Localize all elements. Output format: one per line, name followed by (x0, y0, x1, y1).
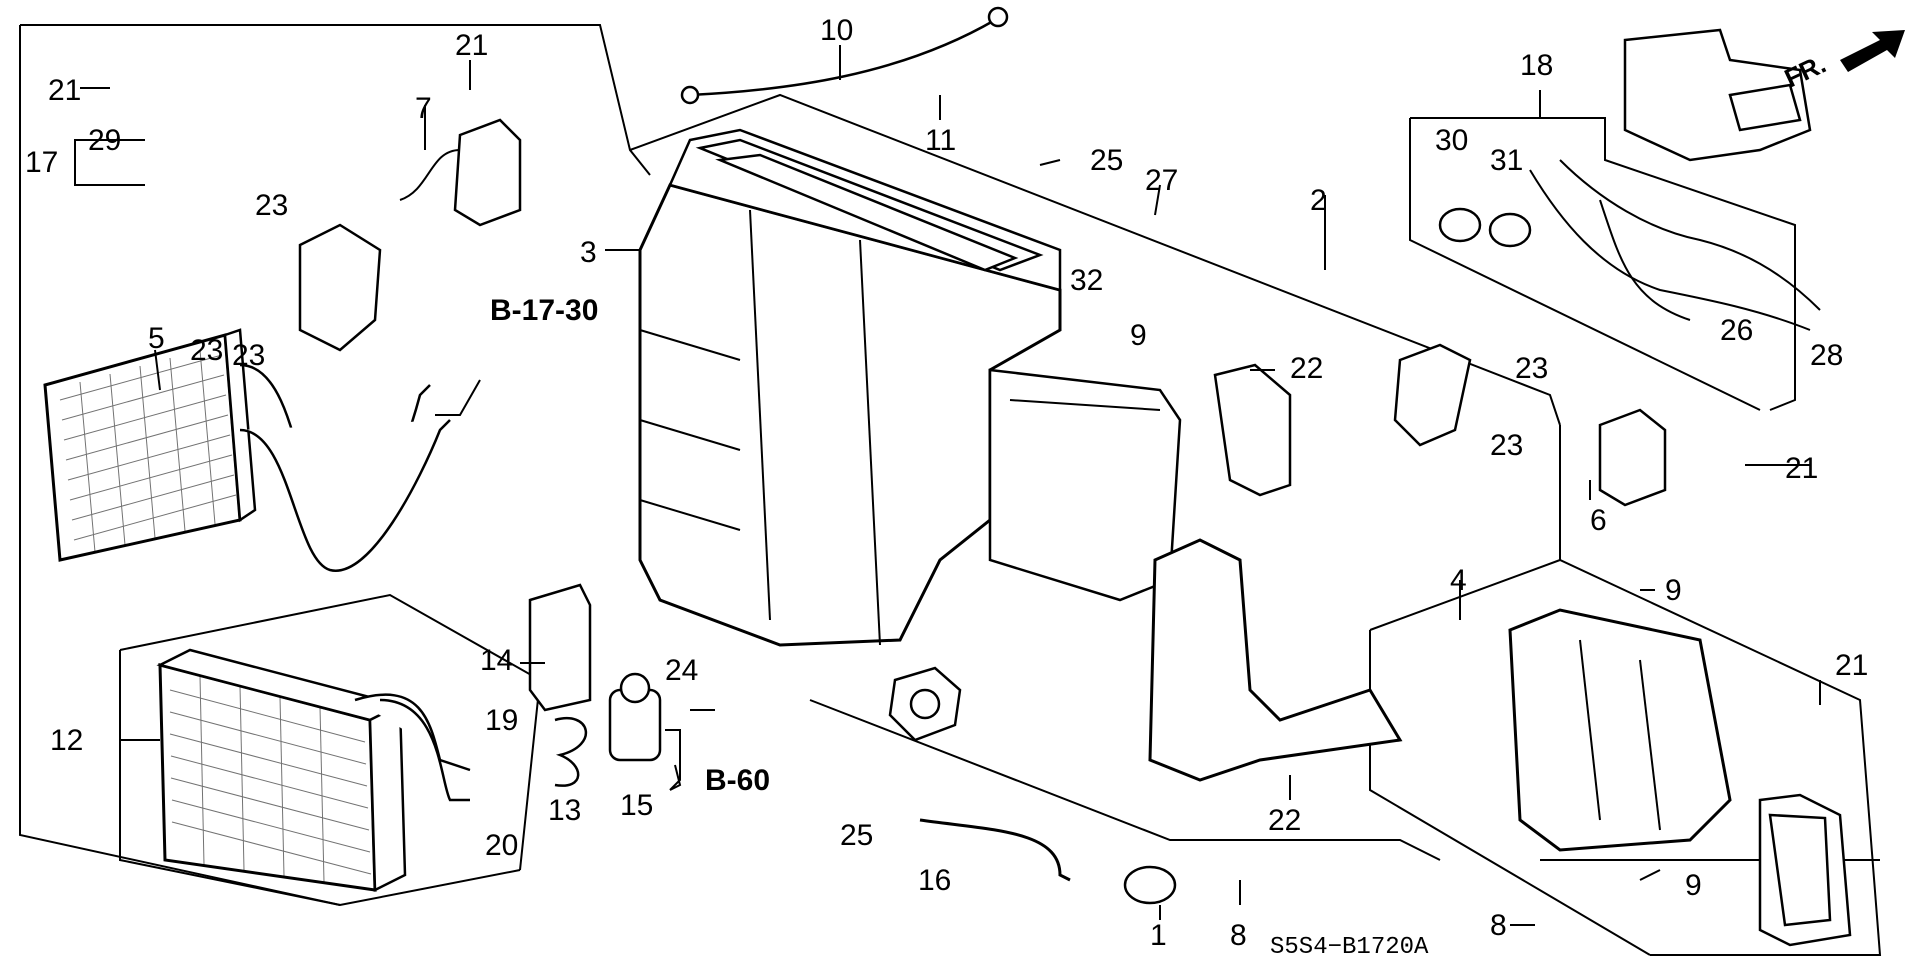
callout-20: 20 (485, 829, 518, 862)
callout-25: 25 (1090, 144, 1123, 177)
callout-25: 25 (840, 819, 873, 852)
part-callouts: 21 21 29 17 7 23 23 23 5 B-17-30 10 11 2… (25, 14, 1868, 959)
callout-4: 4 (1450, 564, 1467, 597)
callout-11: 11 (925, 124, 956, 157)
callout-26: 26 (1720, 314, 1753, 347)
callout-21: 21 (455, 29, 488, 62)
group-boundary-lines (19, 24, 1882, 956)
callout-6: 6 (1590, 504, 1607, 537)
callout-21: 21 (1835, 649, 1868, 682)
callout-23: 23 (1490, 429, 1523, 462)
callout-7: 7 (415, 92, 432, 125)
lower-duct (1508, 608, 1852, 947)
callout-22: 22 (1268, 804, 1301, 837)
small-parts (298, 6, 1905, 905)
callout-9: 9 (1665, 574, 1682, 607)
callout-3: 3 (580, 236, 597, 269)
evaporator-core (156, 648, 471, 892)
callout-23: 23 (190, 334, 223, 367)
diagram-code: S5S4−B1720A (1270, 934, 1429, 959)
callout-28: 28 (1810, 339, 1843, 372)
callout-9: 9 (1130, 319, 1147, 352)
callout-2: 2 (1310, 184, 1327, 217)
callout-29: 29 (88, 124, 121, 157)
cross-ref-b-17-30: B-17-30 (490, 294, 598, 327)
callout-5: 5 (148, 322, 165, 355)
callout-12: 12 (50, 724, 83, 757)
callout-23: 23 (232, 339, 265, 372)
callout-23: 23 (255, 189, 288, 222)
callout-27: 27 (1145, 164, 1178, 197)
callout-1: 1 (1150, 919, 1167, 952)
callout-21: 21 (48, 74, 81, 107)
callout-8: 8 (1490, 909, 1507, 942)
callout-13: 13 (548, 794, 581, 827)
heater-duct-cover (1148, 363, 1403, 782)
leader-lines (74, 45, 1821, 926)
callout-24: 24 (665, 654, 698, 687)
heater-core (43, 328, 451, 572)
callout-14: 14 (480, 644, 513, 677)
callout-9: 9 (1685, 869, 1702, 902)
callout-8: 8 (1230, 919, 1247, 952)
callout-18: 18 (1520, 49, 1553, 82)
callout-21: 21 (1785, 452, 1818, 485)
callout-22: 22 (1290, 352, 1323, 385)
callout-19: 19 (485, 704, 518, 737)
cross-ref-b-60: B-60 (705, 764, 770, 797)
heater-case (638, 128, 1182, 647)
callout-15: 15 (620, 789, 653, 822)
callout-16: 16 (918, 864, 951, 897)
callout-23: 23 (1515, 352, 1548, 385)
callout-10: 10 (820, 14, 853, 47)
callout-31: 31 (1490, 144, 1523, 177)
callout-17: 17 (25, 146, 58, 179)
callout-30: 30 (1435, 124, 1468, 157)
callout-32: 32 (1070, 264, 1103, 297)
